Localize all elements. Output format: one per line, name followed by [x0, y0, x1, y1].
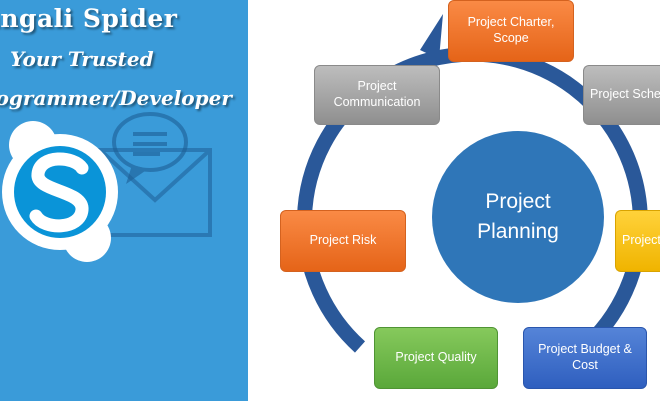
promo-banner: Bangali Spider Your Trusted Programmer/D… [0, 0, 248, 401]
node-project-cost: Project Cost [615, 210, 660, 272]
cycle-arrowhead-icon [420, 14, 443, 59]
banner-subtitle-line2: Programmer/Developer [0, 86, 232, 110]
node-project-charter-scope: Project Charter, Scope [448, 0, 574, 62]
center-label-line2: Planning [477, 220, 559, 243]
node-project-budget-cost: Project Budget & Cost [523, 327, 647, 389]
node-project-quality: Project Quality [374, 327, 498, 389]
center-circle: Project Planning [432, 131, 604, 303]
center-label-line1: Project [485, 189, 551, 213]
banner-artwork [2, 112, 212, 262]
banner-subtitle-line1: Your Trusted [10, 47, 154, 71]
node-project-communication: Project Communication [314, 65, 440, 125]
node-project-risk: Project Risk [280, 210, 406, 272]
chat-bubble-icon [112, 112, 188, 184]
skype-logo-icon [2, 121, 118, 262]
banner-title: Bangali Spider [0, 4, 178, 33]
node-project-schedule: Project Schedule [583, 65, 660, 125]
